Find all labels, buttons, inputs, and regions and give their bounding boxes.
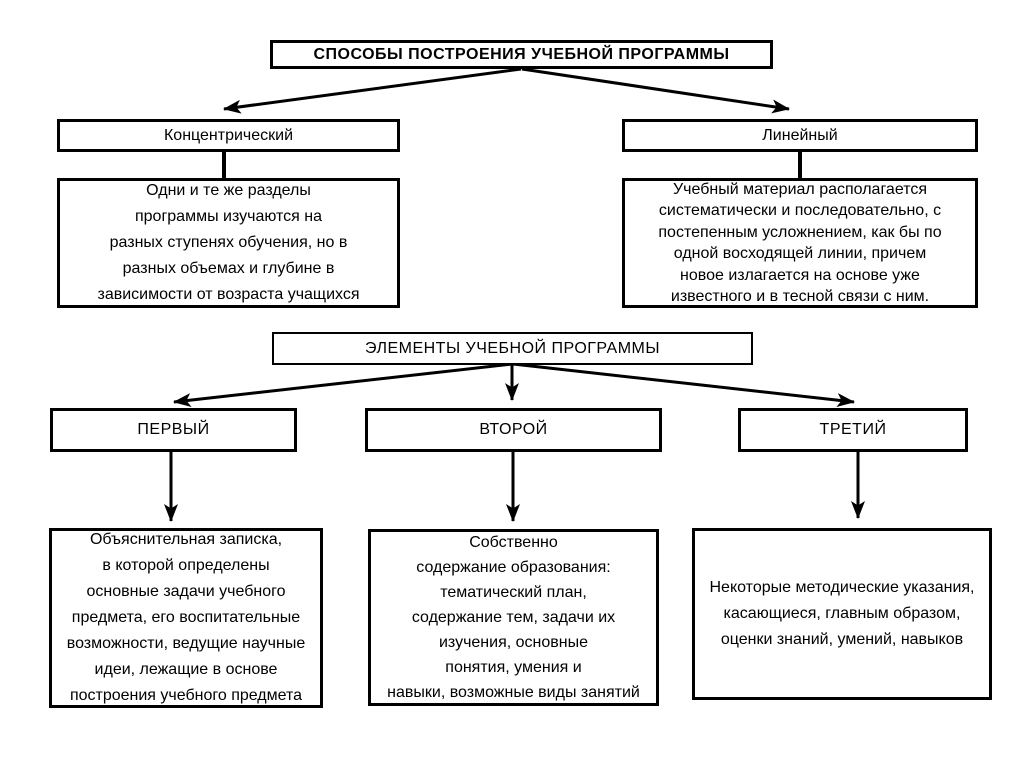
arrow-methods-to-linear xyxy=(521,67,790,114)
arrow-methods-to-concentric xyxy=(223,67,522,114)
third-label-box: ТРЕТИЙ xyxy=(738,408,968,452)
first-label-box: ПЕРВЫЙ xyxy=(50,408,297,452)
elements-title-box: ЭЛЕМЕНТЫ УЧЕБНОЙ ПРОГРАММЫ xyxy=(272,332,753,365)
methods-title-box: СПОСОБЫ ПОСТРОЕНИЯ УЧЕБНОЙ ПРОГРАММЫ xyxy=(270,40,773,69)
third-label: ТРЕТИЙ xyxy=(819,421,887,438)
linear-description-box: Учебный материал располагается системати… xyxy=(622,178,978,308)
linear-description: Учебный материал располагается системати… xyxy=(658,180,942,306)
concentric-label: Концентрический xyxy=(163,126,294,144)
arrow-elements-to-third xyxy=(512,362,855,408)
second-label: ВТОРОЙ xyxy=(479,421,548,438)
linear-label-box: Линейный xyxy=(622,119,978,152)
linear-label: Линейный xyxy=(762,126,838,144)
concentric-description-box: Одни и те же разделы программы изучаются… xyxy=(57,178,400,308)
concentric-description: Одни и те же разделы программы изучаются… xyxy=(97,182,360,303)
second-description-box: Собственно содержание образования: темат… xyxy=(368,529,659,706)
elements-title: ЭЛЕМЕНТЫ УЧЕБНОЙ ПРОГРАММЫ xyxy=(364,339,661,357)
first-description-box: Объяснительная записка, в которой опреде… xyxy=(49,528,323,708)
second-description: Собственно содержание образования: темат… xyxy=(387,534,640,701)
first-label: ПЕРВЫЙ xyxy=(137,421,210,438)
second-label-box: ВТОРОЙ xyxy=(365,408,662,452)
arrow-elements-to-first xyxy=(173,362,513,408)
concentric-label-box: Концентрический xyxy=(57,119,400,152)
methods-title: СПОСОБЫ ПОСТРОЕНИЯ УЧЕБНОЙ ПРОГРАММЫ xyxy=(313,45,730,63)
first-description: Объяснительная записка, в которой опреде… xyxy=(66,531,306,704)
third-description: Некоторые методические указания, касающи… xyxy=(709,579,975,648)
third-description-box: Некоторые методические указания, касающи… xyxy=(692,528,992,700)
